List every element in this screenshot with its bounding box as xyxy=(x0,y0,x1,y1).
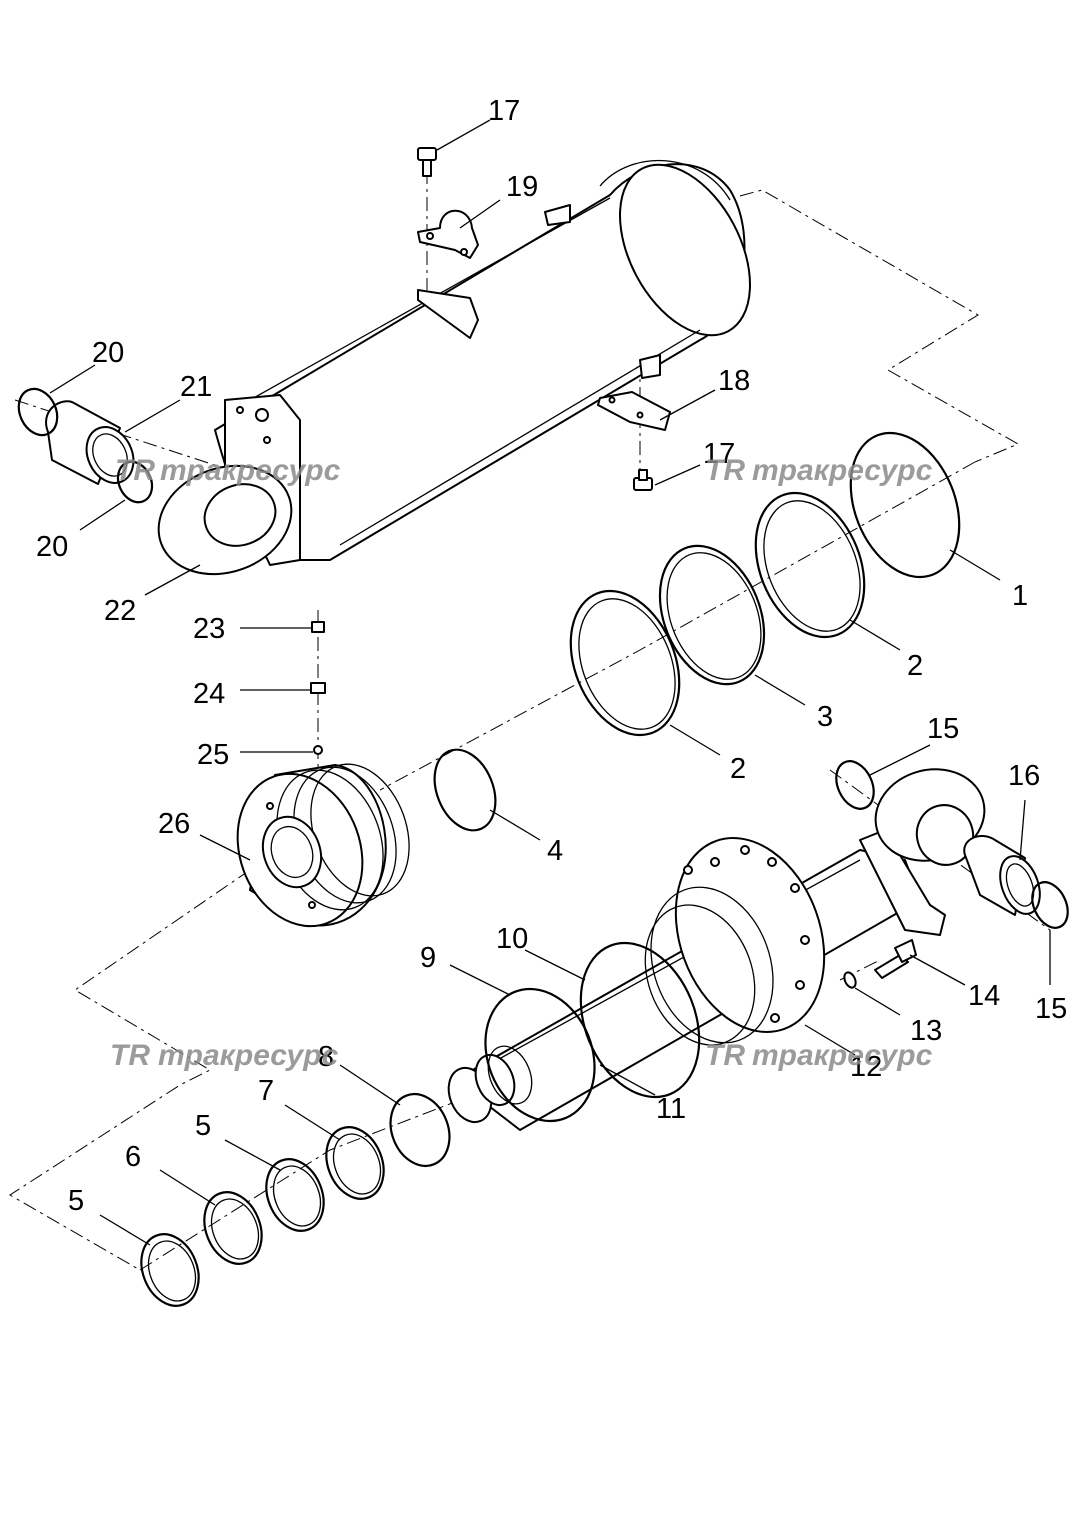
ring-8 xyxy=(389,1093,451,1167)
callout-4: 4 xyxy=(547,835,563,867)
bolt-14 xyxy=(874,939,917,979)
ring-4 xyxy=(433,748,497,832)
ring-3 xyxy=(658,544,766,686)
ring-5-upper-inner xyxy=(272,1165,322,1227)
callout-18: 18 xyxy=(718,365,750,397)
svg-text:тракресурс: тракресурс xyxy=(160,454,341,487)
callout-15-upper: 15 xyxy=(927,713,959,745)
callout-2-upper: 2 xyxy=(907,650,923,682)
svg-text:TR: TR xyxy=(110,1039,150,1072)
bushing-16 xyxy=(963,835,1041,916)
cylinder-barrel xyxy=(157,160,751,576)
callout-labels: 17 19 20 21 18 17 20 22 1 2 23 24 3 25 2… xyxy=(36,95,1067,1217)
leader-lines xyxy=(49,119,1051,1246)
svg-text:тракресурс: тракресурс xyxy=(158,1039,339,1072)
svg-text:TR: TR xyxy=(115,454,155,487)
svg-text:тракресурс: тракресурс xyxy=(752,1039,933,1072)
callout-15-lower: 15 xyxy=(1035,993,1067,1025)
callout-20-bottom: 20 xyxy=(36,531,68,563)
callout-6: 6 xyxy=(125,1141,141,1173)
mounting-plate-18 xyxy=(597,391,671,431)
ring-20-right xyxy=(116,460,154,504)
ring-7 xyxy=(325,1126,385,1200)
ring-2-lower-inner xyxy=(578,598,676,730)
callout-13: 13 xyxy=(910,1015,942,1047)
ring-2-upper xyxy=(754,491,866,639)
watermark-bottom-right: TR тракресурс xyxy=(705,1039,933,1072)
callout-23: 23 xyxy=(193,613,225,645)
callout-12: 12 xyxy=(850,1051,882,1083)
watermark-bottom-left: TR тракресурс xyxy=(110,1039,339,1072)
bolt-17-top xyxy=(417,147,437,177)
ring-2-upper-inner xyxy=(763,500,861,632)
callout-20-top: 20 xyxy=(92,337,124,369)
ring-20-left xyxy=(17,387,59,437)
ring-5-lower-inner xyxy=(147,1240,197,1302)
piston-26 xyxy=(236,763,410,928)
ring-15-lower xyxy=(1031,881,1069,929)
watermark-top-right: TR тракресурс xyxy=(705,454,933,487)
bolt-17-bottom xyxy=(633,469,653,491)
callout-2-lower: 2 xyxy=(730,753,746,785)
plug-24 xyxy=(310,682,326,694)
callout-17-top: 17 xyxy=(488,95,520,127)
callout-14: 14 xyxy=(968,980,1000,1012)
ring-7-inner xyxy=(332,1133,382,1195)
svg-text:TR: TR xyxy=(705,1039,745,1072)
callout-9: 9 xyxy=(420,942,436,974)
ring-6-inner xyxy=(210,1198,260,1260)
callout-10: 10 xyxy=(496,923,528,955)
watermark-top-left: TR тракресурс xyxy=(115,454,341,487)
ring-10 xyxy=(579,941,701,1099)
bushing-21 xyxy=(45,400,135,485)
callout-1: 1 xyxy=(1012,580,1028,612)
callout-22: 22 xyxy=(104,595,136,627)
callout-25: 25 xyxy=(197,739,229,771)
pipe-clamp-19 xyxy=(417,209,479,259)
callout-3: 3 xyxy=(817,701,833,733)
callout-11: 11 xyxy=(656,1093,686,1125)
callout-7: 7 xyxy=(258,1075,274,1107)
callout-16: 16 xyxy=(1008,760,1040,792)
callout-26: 26 xyxy=(158,808,190,840)
callout-8: 8 xyxy=(318,1041,334,1073)
washer-13 xyxy=(843,971,857,989)
svg-text:тракресурс: тракресурс xyxy=(752,454,933,487)
callout-19: 19 xyxy=(506,171,538,203)
ring-3-inner xyxy=(666,552,762,680)
plug-23 xyxy=(311,621,325,633)
callout-17-bottom: 17 xyxy=(703,438,735,470)
ring-15-upper xyxy=(835,760,875,810)
callout-5-lower: 5 xyxy=(68,1185,84,1217)
callout-21: 21 xyxy=(180,371,212,403)
callout-5-upper: 5 xyxy=(195,1110,211,1142)
ring-5-upper xyxy=(265,1158,325,1232)
svg-text:TR: TR xyxy=(705,454,745,487)
callout-24: 24 xyxy=(193,678,225,710)
ring-2-lower xyxy=(569,589,681,737)
ring-1 xyxy=(849,431,961,579)
ball-25 xyxy=(313,745,323,755)
ring-5-lower xyxy=(140,1233,200,1307)
ring-6 xyxy=(203,1191,263,1265)
